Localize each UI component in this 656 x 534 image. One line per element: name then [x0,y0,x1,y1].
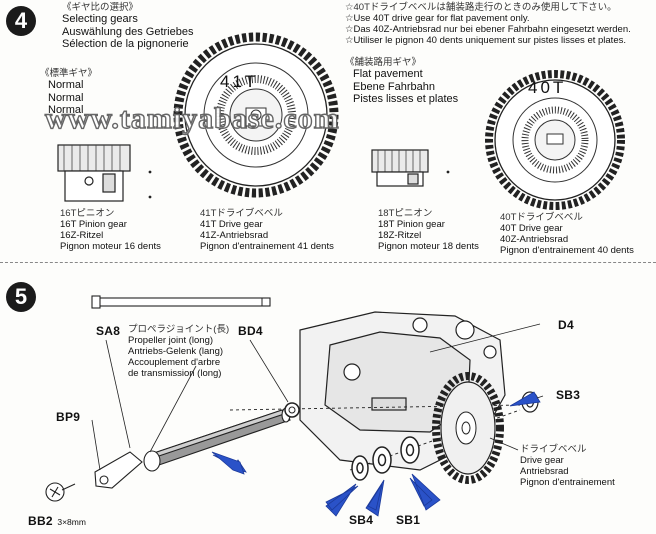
normal-label-de: Normal [48,91,84,104]
gear-40t-tooth-label: 40T [528,78,567,97]
part-41t-jp: 41Tドライブベベル [200,208,283,219]
step-4-title: 《ギヤ比の選択》 Selecting gears Auswählung des … [62,2,193,51]
gear-41t-tooth-label: 41T [220,72,259,91]
bearings-sb1-sb4-drawing [351,436,420,481]
joint-cup-bp9-drawing [94,451,143,489]
pinion-16t-drawing [57,144,131,202]
part-41t-fr: Pignon d'entrainement 41 dents [200,241,334,252]
section-divider [0,262,656,263]
step-4-illustration [57,32,625,210]
part-16t-en: 16T Pinion gear [60,219,127,230]
drive-gear-drawing [432,372,504,484]
code-sa8: SA8 [96,324,121,338]
part-40t-jp: 40Tドライブベベル [500,212,583,223]
step-4-badge: 4 [6,6,36,36]
code-bd4: BD4 [238,324,263,338]
part-40t-en: 40T Drive gear [500,223,563,234]
step-4-title-de: Auswählung des Getriebes [62,25,194,38]
step-4-title-en: Selecting gears [62,13,138,25]
normal-gear-label: 《標準ギヤ》 Normal Normal Normal [40,68,97,117]
step-5-number: 5 [14,284,28,309]
code-bp9: BP9 [56,410,81,424]
propeller-joint-caption: プロペラジョイント(長) Propeller joint (long) Antr… [128,324,229,379]
normal-label-en: Normal [48,79,84,91]
drive-gear-jp: ドライブベベル [520,444,587,455]
flat-label-fr: Pistes lisses et plates [353,93,459,105]
flat-pavement-notes: ☆40Tドライブベベルは舗装路走行のときのみ使用して下さい。 ☆Use 40T … [345,2,631,46]
screw-bb2-drawing [45,482,76,502]
note-jp: ☆40Tドライブベベルは舗装路走行のときのみ使用して下さい。 [345,2,617,13]
part-caption-18t: 18Tピニオン 18T Pinion gear 18Z-Ritzel Pigno… [378,208,479,252]
part-18t-de: 18Z-Ritzel [378,230,422,241]
step-5-badge: 5 [6,282,36,312]
part-caption-16t: 16Tピニオン 16T Pinion gear 16Z-Ritzel Pigno… [60,208,161,252]
part-18t-en: 18T Pinion gear [378,219,445,230]
normal-label-fr: Normal [48,104,84,116]
drive-gear-en: Drive gear [520,455,564,466]
part-41t-en: 41T Drive gear [200,219,263,230]
step-4-title-fr: Sélection de la pignonerie [62,38,189,50]
site-watermark: www.tamiyabase.com [44,101,340,135]
code-sb1: SB1 [396,513,421,527]
propeller-joint-drawing [143,407,291,472]
note-de: ☆Das 40Z-Antriebsrad nur bei ebener Fahr… [345,24,631,35]
drive-gear-de: Antriebsrad [520,466,569,477]
flat-gear-label: 《舗装路用ギヤ》 Flat pavement Ebene Fahrbahn Pi… [345,57,458,106]
code-sb4: SB4 [349,513,374,527]
note-fr: ☆Utiliser le pignon 40 dents uniquement … [345,35,626,46]
drive-gear-caption: ドライブベベル Drive gear Antriebsrad Pignon d'… [520,444,615,488]
propeller-fr-2: de transmission (long) [128,368,222,379]
code-bb2-group: BB2 3×8mm [28,512,86,530]
blue-arrows [211,391,541,517]
flat-gear-label-jp: 《舗装路用ギヤ》 [345,57,422,68]
part-16t-fr: Pignon moteur 16 dents [60,241,161,252]
part-16t-jp: 16Tピニオン [60,208,115,219]
part-caption-40t: 40Tドライブベベル 40T Drive gear 40Z-Antriebsra… [500,212,634,256]
code-d4: D4 [558,318,574,332]
code-bb2: BB2 [28,514,53,528]
note-en: ☆Use 40T drive gear for flat pavement on… [345,13,530,24]
code-sb3: SB3 [556,388,581,402]
gear-41t-drawing [173,32,339,198]
part-caption-41t: 41Tドライブベベル 41T Drive gear 41Z-Antriebsra… [200,208,334,252]
gear-40t-drawing [485,70,625,210]
propeller-de: Antriebs-Gelenk (lang) [128,346,224,357]
part-40t-de: 40Z-Antriebsrad [500,234,569,245]
pinion-18t-drawing [371,149,429,187]
part-18t-jp: 18Tピニオン [378,208,433,219]
part-41t-de: 41Z-Antriebsrad [200,230,269,241]
flat-label-de: Ebene Fahrbahn [353,80,435,93]
code-bb2-size: 3×8mm [57,517,86,527]
propeller-en: Propeller joint (long) [128,335,214,346]
flat-label-en: Flat pavement [353,68,423,80]
part-18t-fr: Pignon moteur 18 dents [378,241,479,252]
propeller-fr-1: Accouplement d'arbre [128,357,221,368]
step-4-title-jp: 《ギヤ比の選択》 [62,2,139,13]
propeller-jp: プロペラジョイント(長) [128,324,230,335]
part-40t-fr: Pignon d'entrainement 40 dents [500,245,634,256]
shaft-sa8-drawing [91,295,271,309]
step-4-number: 4 [14,8,28,33]
part-16t-de: 16Z-Ritzel [60,230,104,241]
normal-gear-label-jp: 《標準ギヤ》 [40,68,98,79]
drive-gear-fr: Pignon d'entrainement [520,477,615,488]
